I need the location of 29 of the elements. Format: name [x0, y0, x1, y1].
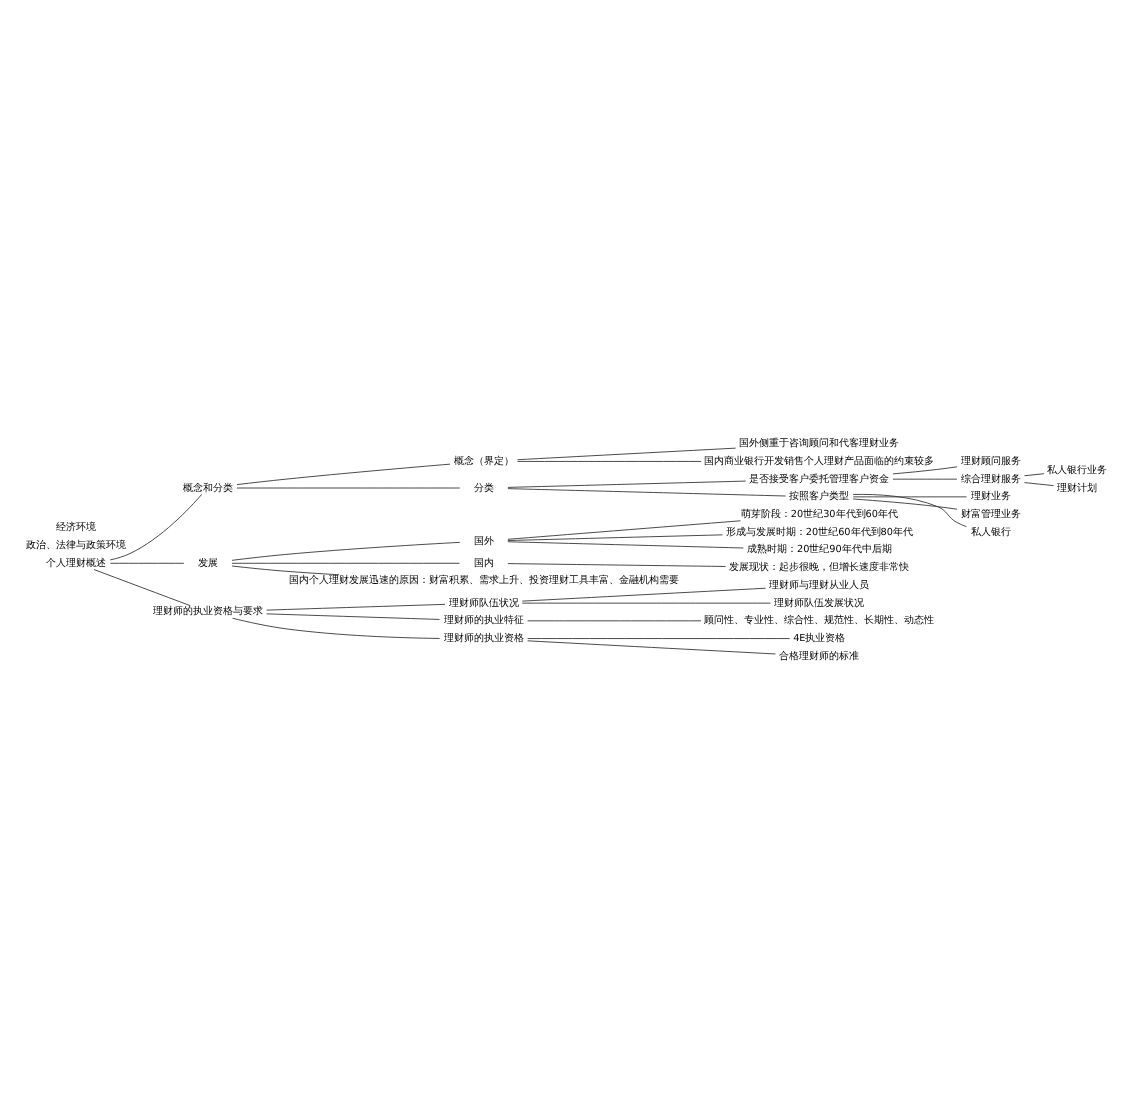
connector [93, 569, 191, 607]
connector [852, 498, 958, 510]
connector [507, 563, 727, 567]
connector [517, 461, 702, 462]
connector [266, 613, 440, 620]
connector [527, 640, 776, 655]
connector [507, 488, 787, 497]
connector [507, 541, 744, 549]
connector [236, 463, 451, 486]
connector [521, 587, 767, 602]
connector [232, 617, 441, 639]
connector [527, 638, 791, 639]
connector [231, 562, 460, 564]
connector [507, 534, 724, 541]
connector [507, 520, 741, 540]
connector [266, 603, 446, 611]
connector [892, 466, 958, 475]
connector [517, 447, 737, 461]
connector [507, 480, 747, 488]
connector [231, 541, 461, 561]
connector [852, 493, 967, 528]
connector [1024, 482, 1054, 487]
connector [527, 620, 702, 622]
connector [109, 562, 185, 564]
connector [852, 496, 968, 498]
connector [109, 493, 203, 561]
connector [892, 478, 958, 480]
connector [231, 565, 340, 576]
connector [1024, 473, 1045, 477]
